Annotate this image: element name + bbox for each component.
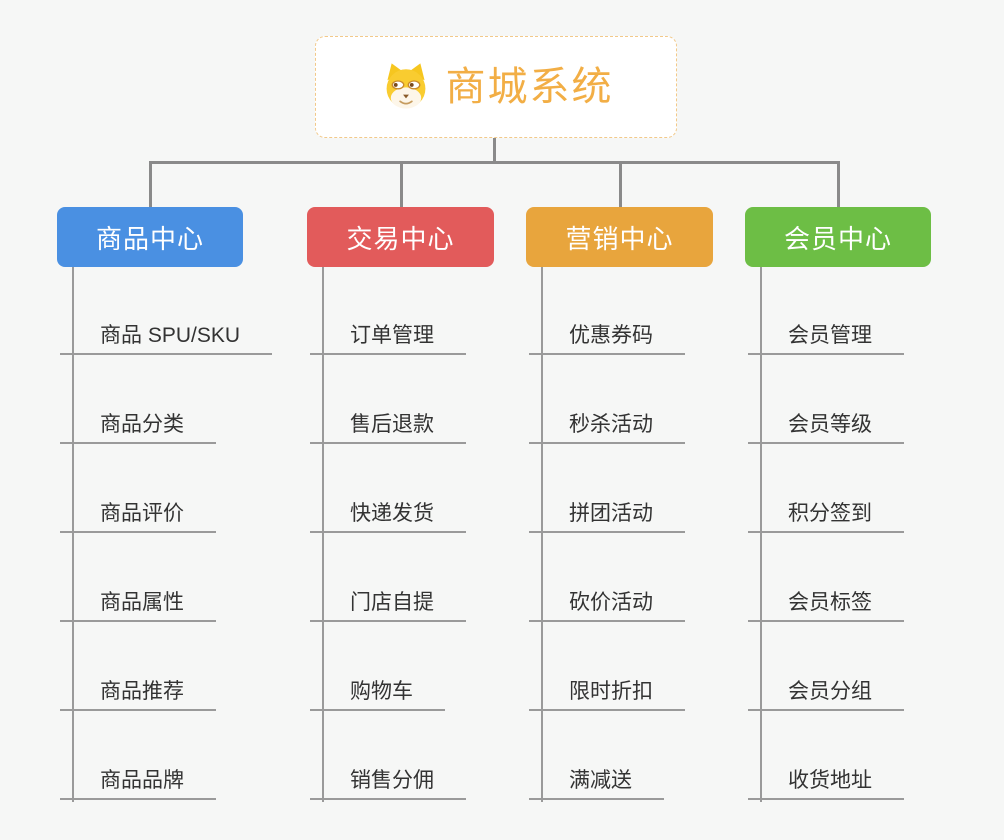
leaf-item[interactable]: 商品属性 <box>60 580 216 622</box>
branch-trunk-line <box>72 267 74 802</box>
connector-line <box>149 161 839 164</box>
leaf-item[interactable]: 订单管理 <box>310 313 466 355</box>
leaf-item[interactable]: 拼团活动 <box>529 491 685 533</box>
leaf-item[interactable]: 会员管理 <box>748 313 904 355</box>
leaf-item[interactable]: 商品评价 <box>60 491 216 533</box>
connector-line <box>619 161 622 207</box>
connector-line <box>493 138 496 164</box>
leaf-item[interactable]: 商品推荐 <box>60 669 216 711</box>
doge-icon <box>386 63 425 109</box>
leaf-item[interactable]: 会员标签 <box>748 580 904 622</box>
leaf-item[interactable]: 门店自提 <box>310 580 466 622</box>
connector-line <box>837 161 840 207</box>
branch-product-center: 商品中心商品 SPU/SKU 商品分类商品评价商品属性商品推荐商品品牌 <box>57 0 303 840</box>
leaf-item[interactable]: 限时折扣 <box>529 669 685 711</box>
leaf-item[interactable]: 收货地址 <box>748 758 904 800</box>
branch-trade-center: 交易中心订单管理售后退款快递发货门店自提购物车销售分佣 <box>307 0 554 840</box>
leaf-item[interactable]: 秒杀活动 <box>529 402 685 444</box>
connector-line <box>400 161 403 207</box>
leaf-item[interactable]: 会员分组 <box>748 669 904 711</box>
root-node[interactable]: 商城系统 <box>315 36 677 138</box>
leaf-item[interactable]: 优惠券码 <box>529 313 685 355</box>
branch-trunk-line <box>760 267 762 802</box>
branch-trunk-line <box>541 267 543 802</box>
leaf-item[interactable]: 砍价活动 <box>529 580 685 622</box>
connector-line <box>149 161 152 207</box>
branch-trunk-line <box>322 267 324 802</box>
branch-header-member-center[interactable]: 会员中心 <box>745 207 931 267</box>
leaf-item[interactable]: 会员等级 <box>748 402 904 444</box>
branch-member-center: 会员中心会员管理会员等级积分签到会员标签会员分组收货地址 <box>745 0 991 840</box>
leaf-item[interactable]: 商品品牌 <box>60 758 216 800</box>
branch-marketing-center: 营销中心优惠券码秒杀活动拼团活动砍价活动限时折扣满减送 <box>526 0 773 840</box>
leaf-item[interactable]: 商品分类 <box>60 402 216 444</box>
leaf-item[interactable]: 满减送 <box>529 758 664 800</box>
root-title: 商城系统 <box>445 65 614 109</box>
leaf-item[interactable]: 积分签到 <box>748 491 904 533</box>
leaf-item[interactable]: 售后退款 <box>310 402 466 444</box>
leaf-item[interactable]: 商品 SPU/SKU <box>60 313 273 355</box>
leaf-item[interactable]: 快递发货 <box>310 491 466 533</box>
branch-header-product-center[interactable]: 商品中心 <box>57 207 243 267</box>
leaf-item[interactable]: 销售分佣 <box>310 758 466 800</box>
branch-header-marketing-center[interactable]: 营销中心 <box>526 207 713 267</box>
branch-header-trade-center[interactable]: 交易中心 <box>307 207 494 267</box>
leaf-item[interactable]: 购物车 <box>310 669 445 711</box>
